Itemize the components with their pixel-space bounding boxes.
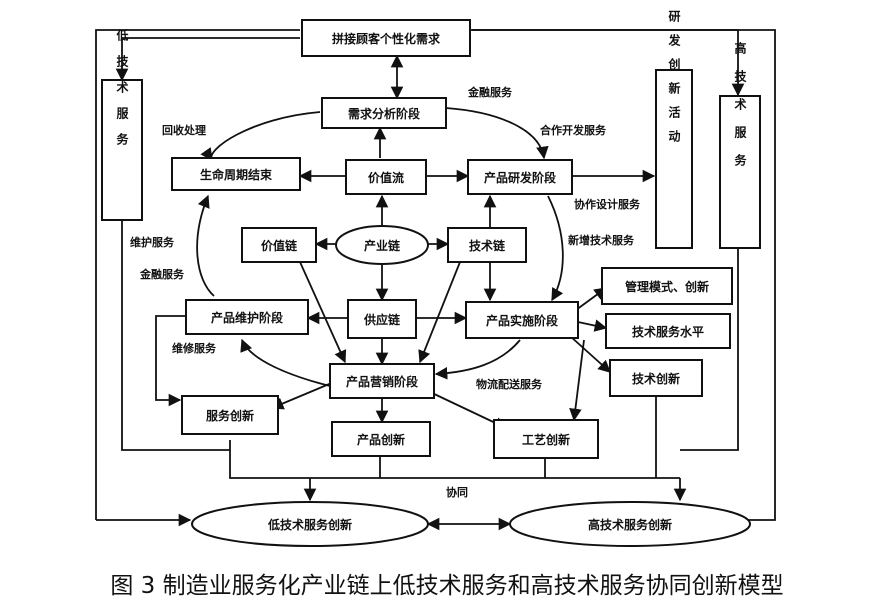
node-rd-innovation: 研发创新活动 [655, 10, 693, 249]
conn-lowtech-bus [121, 220, 230, 451]
node-process-innovation-text: 工艺创新 [522, 432, 570, 447]
label-maintain-service: 维护服务 [130, 235, 175, 249]
node-high-tech-innovation-text: 高技术服务创新 [588, 517, 672, 532]
node-product-innovation: 产品创新 [331, 421, 431, 457]
node-demand-analysis-text: 需求分析阶段 [348, 106, 421, 121]
node-high-tech-innovation: 高技术服务创新 [509, 501, 751, 547]
label-repair-service: 维修服务 [172, 341, 217, 355]
node-tech-innovation-text: 技术创新 [632, 371, 680, 386]
node-low-tech-innovation-text: 低技术服务创新 [267, 517, 352, 532]
node-high-tech-service-text: 高技术服务 [733, 41, 747, 182]
conn-marketing-service [270, 381, 335, 410]
node-value-stream-text: 价值流 [368, 170, 404, 185]
node-demand-analysis: 需求分析阶段 [321, 97, 447, 129]
curve-demand-dev [445, 107, 549, 160]
conn-bus [229, 440, 680, 479]
node-mgmt-mode-text: 管理模式、创新 [625, 279, 709, 294]
conn-frame-left [95, 29, 300, 520]
node-value-stream: 价值流 [345, 159, 427, 195]
edge-labels: 金融服务 回收处理 合作开发服务 协作设计服务 新增技术服务 维护服务 金融服务… [130, 85, 641, 499]
conn-techchain-marketing [418, 261, 461, 364]
node-supply-chain: 供应链 [347, 299, 417, 339]
label-recycle: 回收处理 [162, 123, 206, 137]
node-value-chain-text: 价值链 [261, 238, 298, 253]
node-tech-chain: 技术链 [447, 227, 527, 263]
node-tech-innovation: 技术创新 [609, 359, 703, 397]
label-finance-service: 金融服务 [139, 267, 185, 281]
node-industry-chain-text: 产业链 [364, 238, 401, 253]
node-service-innovation-text: 服务创新 [206, 408, 254, 423]
conn-hightech-bus [680, 248, 739, 451]
curve-marketing-maint [240, 338, 331, 387]
node-low-tech-innovation: 低技术服务创新 [191, 501, 429, 547]
node-value-chain: 价值链 [241, 227, 317, 263]
node-lifecycle: 生命周期结束 [171, 157, 301, 191]
node-high-tech-service: 高技术服务 [719, 41, 761, 249]
curve-demand-lifecycle [200, 111, 321, 162]
node-low-tech-service: 低技术服务 [101, 28, 143, 221]
conn-valuechain-marketing [299, 261, 347, 364]
node-low-tech-service-text: 低技术服务 [115, 28, 129, 159]
node-customer-demand-text: 拼接顾客个性化需求 [332, 31, 441, 46]
node-maintenance-text: 产品维护阶段 [211, 310, 284, 325]
figure-caption: 图 3 制造业服务化产业链上低技术服务和高技术服务协同创新模型 [110, 573, 784, 599]
label-coop-dev: 合作开发服务 [540, 123, 607, 137]
label-new-tech: 新增技术服务 [568, 233, 635, 247]
diagram: 拼接顾客个性化需求 需求分析阶段 生命周期结束 价值流 产品研发阶段 价值链 产… [95, 10, 776, 547]
node-manufacturing-text: 产品实施阶段 [486, 313, 559, 328]
node-tech-service-level-text: 技术服务水平 [632, 324, 704, 339]
conn-to-low-tech-service [115, 37, 300, 82]
label-logistics-service: 物流配送服务 [476, 377, 543, 391]
curve-mfg-marketing [434, 339, 521, 380]
node-manufacturing: 产品实施阶段 [465, 301, 579, 339]
node-service-innovation: 服务创新 [181, 395, 279, 435]
node-tech-chain-text: 技术链 [469, 238, 506, 253]
conn-maint-service [155, 315, 196, 407]
node-lifecycle-text: 生命周期结束 [200, 167, 273, 182]
conn-mfg-process [569, 339, 585, 422]
node-customer-demand: 拼接顾客个性化需求 [301, 19, 471, 57]
node-supply-chain-text: 供应链 [363, 312, 401, 327]
conn-mfg-techinnov [569, 335, 611, 373]
conn-to-high-tech-service [472, 29, 745, 97]
node-marketing-text: 产品营销阶段 [346, 374, 419, 389]
node-rd-innovation-text: 研发创新活动 [667, 10, 681, 154]
node-process-innovation: 工艺创新 [493, 419, 599, 459]
node-marketing: 产品营销阶段 [329, 363, 435, 399]
node-tech-service-level: 技术服务水平 [605, 313, 731, 349]
node-industry-chain: 产业链 [335, 225, 429, 265]
node-product-dev: 产品研发阶段 [467, 159, 573, 195]
conn-mfg-techlevel [577, 319, 608, 332]
label-financial-service: 金融服务 [467, 85, 513, 99]
node-maintenance: 产品维护阶段 [185, 299, 309, 335]
label-coop-design: 协作设计服务 [574, 197, 641, 211]
node-product-innovation-text: 产品创新 [357, 432, 405, 447]
node-mgmt-mode: 管理模式、创新 [601, 267, 733, 305]
curve-lifecycle-maint [196, 194, 215, 297]
node-product-dev-text: 产品研发阶段 [484, 170, 557, 185]
curve-dev-mfg [547, 195, 564, 302]
label-synergy: 协同 [446, 485, 468, 499]
